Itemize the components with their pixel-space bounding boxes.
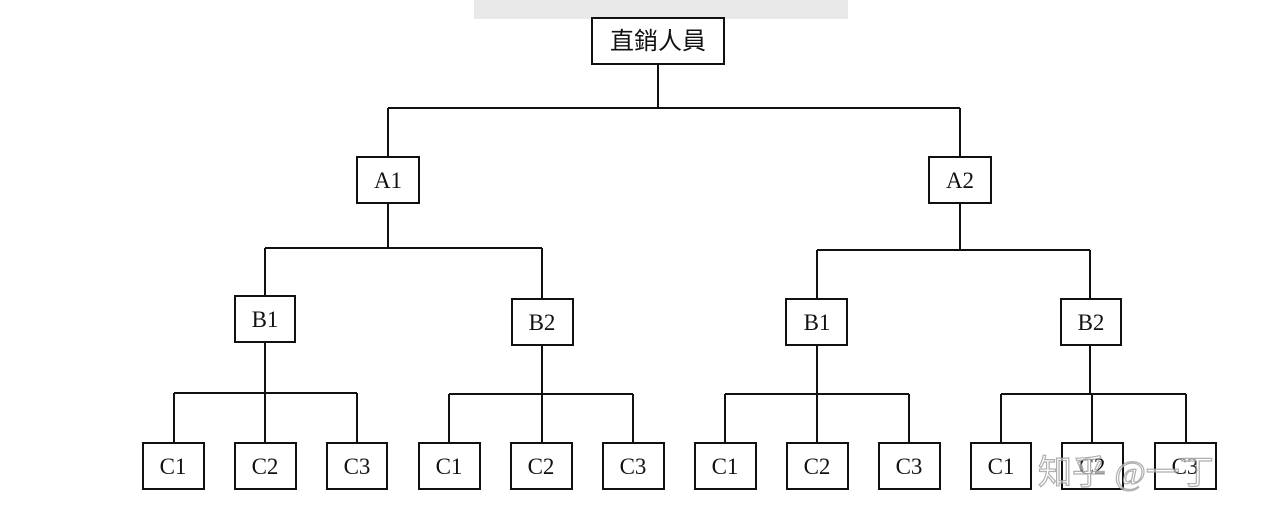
node-c2-group1: C2 [234, 442, 297, 490]
node-c1-group3: C1 [694, 442, 757, 490]
node-c1-group1: C1 [142, 442, 205, 490]
node-c2-group2-label: C2 [528, 454, 555, 479]
node-b2-right: B2 [1060, 298, 1122, 346]
edge-b2-left [448, 345, 634, 443]
node-b1-right: B1 [785, 298, 848, 346]
node-c3-group4: C3 [1154, 442, 1217, 490]
scan-strip [474, 0, 848, 19]
node-c1-group2: C1 [418, 442, 481, 490]
node-root: 直銷人員 [591, 17, 725, 65]
edge-root [387, 64, 961, 157]
connector-lines [173, 64, 1187, 443]
node-c3-group1: C3 [326, 442, 388, 490]
node-c3-group3: C3 [878, 442, 941, 490]
node-c2-group1-label: C2 [252, 454, 279, 479]
node-b1-left: B1 [234, 295, 296, 343]
watermark-text: 知乎 @一丁 [1038, 454, 1214, 492]
node-b1-right-label: B1 [804, 310, 831, 335]
node-c3-group1-label: C3 [344, 454, 371, 479]
node-c2-group3-label: C2 [804, 454, 831, 479]
node-c3-group4-label: C3 [1172, 454, 1199, 479]
node-b2-left: B2 [511, 298, 574, 346]
edge-a2 [816, 203, 1091, 299]
node-c2-group4-label: C2 [1079, 454, 1106, 479]
node-c3-group2: C3 [602, 442, 665, 490]
node-c2-group4: C2 [1061, 442, 1124, 490]
node-c3-group2-label: C3 [620, 454, 647, 479]
node-b1-left-label: B1 [252, 307, 279, 332]
node-a1-label: A1 [374, 168, 402, 193]
node-root-label: 直銷人員 [610, 28, 706, 55]
edge-b2-right [1000, 345, 1187, 443]
node-c2-group2: C2 [510, 442, 573, 490]
node-b2-left-label: B2 [529, 310, 556, 335]
node-c2-group3: C2 [786, 442, 849, 490]
node-c1-group3-label: C1 [712, 454, 739, 479]
node-b2-right-label: B2 [1078, 310, 1105, 335]
node-c3-group3-label: C3 [896, 454, 923, 479]
node-c1-group4-label: C1 [988, 454, 1015, 479]
edge-b1-left [173, 342, 358, 443]
node-c1-group4: C1 [970, 442, 1032, 490]
node-a1: A1 [356, 156, 420, 204]
node-c1-group2-label: C1 [436, 454, 463, 479]
node-a2: A2 [928, 156, 992, 204]
edge-b1-right [724, 345, 910, 443]
edge-a1 [264, 203, 543, 299]
node-a2-label: A2 [946, 168, 974, 193]
node-c1-group1-label: C1 [160, 454, 187, 479]
